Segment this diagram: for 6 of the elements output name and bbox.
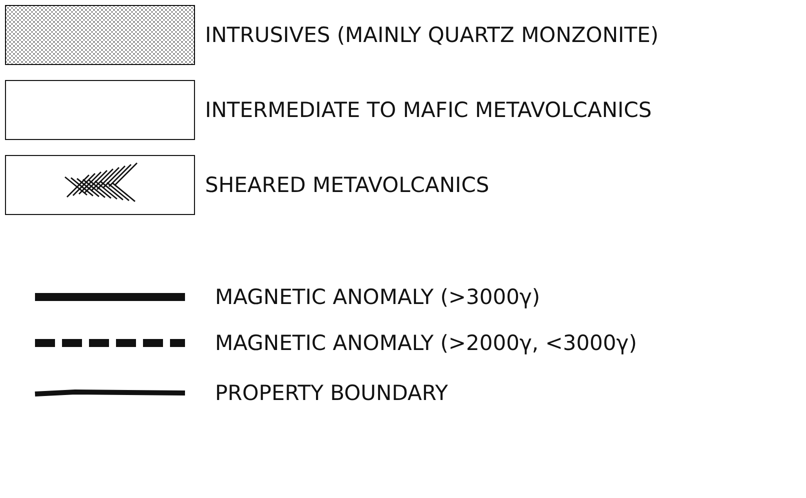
legend-label: SHEARED METAVOLCANICS — [205, 172, 490, 198]
legend-label: MAGNETIC ANOMALY (>3000γ) — [215, 284, 540, 310]
legend-label: INTRUSIVES (MAINLY QUARTZ MONZONITE) — [205, 22, 659, 48]
legend-label: PROPERTY BOUNDARY — [215, 380, 448, 406]
legend-label: INTERMEDIATE TO MAFIC METAVOLCANICS — [205, 97, 652, 123]
legend-label: MAGNETIC ANOMALY (>2000γ, <3000γ) — [215, 330, 637, 356]
